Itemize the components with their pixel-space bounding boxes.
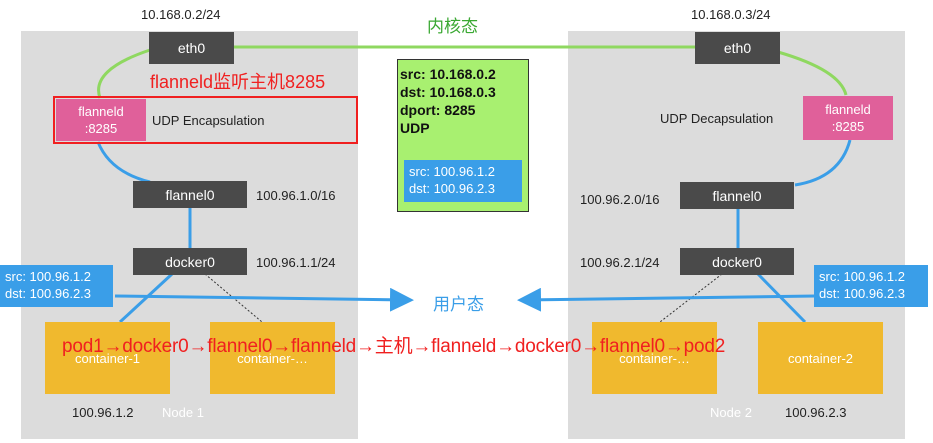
inner-dst: dst: 100.96.2.3 xyxy=(409,181,496,196)
node1-udp-encapsulation: UDP Encapsulation xyxy=(152,113,265,128)
node1-flannel0: flannel0 xyxy=(133,181,247,208)
encapsulated-packet: src: 10.168.0.2 dst: 10.168.0.3 dport: 8… xyxy=(397,59,529,212)
node2-docker0: docker0 xyxy=(680,248,794,275)
node1-container-1: container-1 xyxy=(45,322,170,394)
node1-flanneld: flanneld :8285 xyxy=(56,99,146,141)
node1-pod-ip: 100.96.1.2 xyxy=(72,405,134,420)
node2-flanneld-port: :8285 xyxy=(831,119,865,134)
outer-header: src: 10.168.0.2 dst: 10.168.0.3 dport: 8… xyxy=(400,65,496,137)
node2-flanneld-name: flanneld xyxy=(825,102,871,117)
node2-host-ip: 10.168.0.3/24 xyxy=(691,7,771,22)
node2-container-1: container-… xyxy=(592,322,717,394)
node2-name: Node 2 xyxy=(710,405,752,420)
node1-docker0-ip: 100.96.1.1/24 xyxy=(256,255,336,270)
packet-path-annotation: pod1→docker0→flannel0→flanneld→主机→flanne… xyxy=(62,336,726,357)
node1-name: Node 1 xyxy=(162,405,204,420)
outer-protocol: UDP xyxy=(400,120,430,136)
node1-flanneld-port: :8285 xyxy=(84,121,118,136)
node1-flanneld-flannel0-link xyxy=(96,141,151,184)
node1-flanneld-outline xyxy=(53,96,358,144)
node2-container-2: container-2 xyxy=(758,322,883,394)
node2-docker0-container2-link xyxy=(756,272,807,324)
node1-packet: src: 100.96.1.2 dst: 100.96.2.3 xyxy=(0,265,113,307)
outer-dst: dst: 10.168.0.3 xyxy=(400,84,496,100)
node2-flanneld-flannel0-link xyxy=(794,139,852,187)
node2-docker0-ip: 100.96.2.1/24 xyxy=(580,255,660,270)
node1-host-ip: 10.168.0.2/24 xyxy=(141,7,221,22)
node2-udp-decapsulation: UDP Decapsulation xyxy=(660,111,774,126)
node1-docker0: docker0 xyxy=(133,248,247,275)
flanneld-listen-annotation: flanneld监听主机8285 xyxy=(150,72,326,92)
node2-eth0-flanneld-link xyxy=(777,50,848,96)
node2-packet-src: src: 100.96.1.2 xyxy=(819,269,905,284)
outer-dport: dport: 8285 xyxy=(400,102,476,118)
node2-packet: src: 100.96.1.2 dst: 100.96.2.3 xyxy=(814,265,928,307)
node1-eth0: eth0 xyxy=(149,32,234,64)
node2-flannel0: flannel0 xyxy=(680,182,794,209)
node1-container-2: container-… xyxy=(210,322,335,394)
node1-eth0-flanneld-link xyxy=(97,48,151,99)
node1-packet-dst: dst: 100.96.2.3 xyxy=(5,286,92,301)
node1-docker0-container1-link xyxy=(118,272,174,324)
node2-flannel0-ip: 100.96.2.0/16 xyxy=(580,192,660,207)
inner-packet: src: 100.96.1.2 dst: 100.96.2.3 xyxy=(404,160,522,202)
node2-flanneld: flanneld :8285 xyxy=(803,96,893,140)
node2-docker0-container1-link xyxy=(659,273,723,323)
node2-packet-dst: dst: 100.96.2.3 xyxy=(819,286,906,301)
node2-pod-ip: 100.96.2.3 xyxy=(785,405,847,420)
node1-flanneld-name: flanneld xyxy=(78,104,124,119)
user-arrow-right xyxy=(114,287,414,312)
kernel-space-label: 内核态 xyxy=(427,17,478,36)
inner-src: src: 100.96.1.2 xyxy=(409,164,495,179)
user-space-label: 用户态 xyxy=(433,295,484,314)
node1-flannel0-ip: 100.96.1.0/16 xyxy=(256,188,336,203)
node1-packet-src: src: 100.96.1.2 xyxy=(5,269,91,284)
user-arrow-left xyxy=(517,287,816,312)
node2-eth0: eth0 xyxy=(695,32,780,64)
outer-src: src: 10.168.0.2 xyxy=(400,66,496,82)
